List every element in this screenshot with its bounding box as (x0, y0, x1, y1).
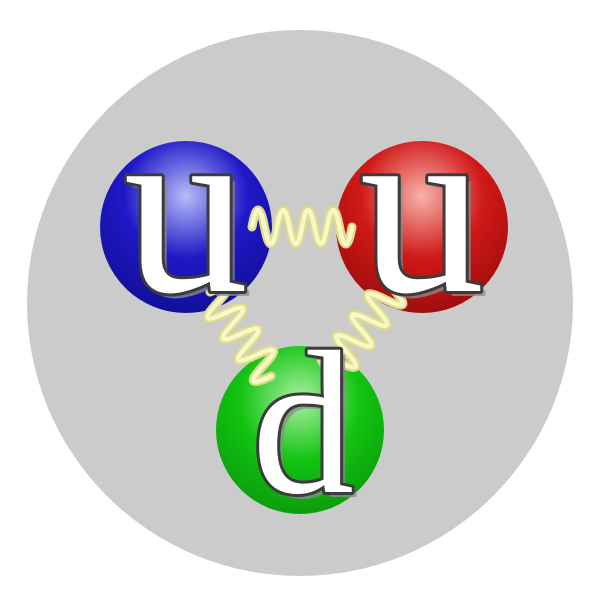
gluon-line-right (316, 284, 408, 377)
gluon-line-top (247, 205, 357, 249)
gluon-line-left (203, 282, 279, 387)
gluon-line-left-inner (205, 284, 276, 384)
down-quark-green-label-shadow: d (257, 315, 360, 542)
up-quark-red-sphere (336, 141, 508, 313)
up-quark-red-label-shadow: u (365, 74, 490, 351)
up-quark-blue-label-shadow: u (129, 74, 254, 351)
gluon-line-top-inner (249, 207, 355, 247)
up-quark-blue-sphere (100, 141, 272, 313)
up-quark-red-label: u (360, 69, 485, 346)
down-quark-green-label: d (252, 310, 355, 537)
gluon-line-right-inner (318, 286, 406, 375)
up-quark-blue-label: u (124, 69, 249, 346)
down-quark-green-sphere (216, 346, 384, 514)
